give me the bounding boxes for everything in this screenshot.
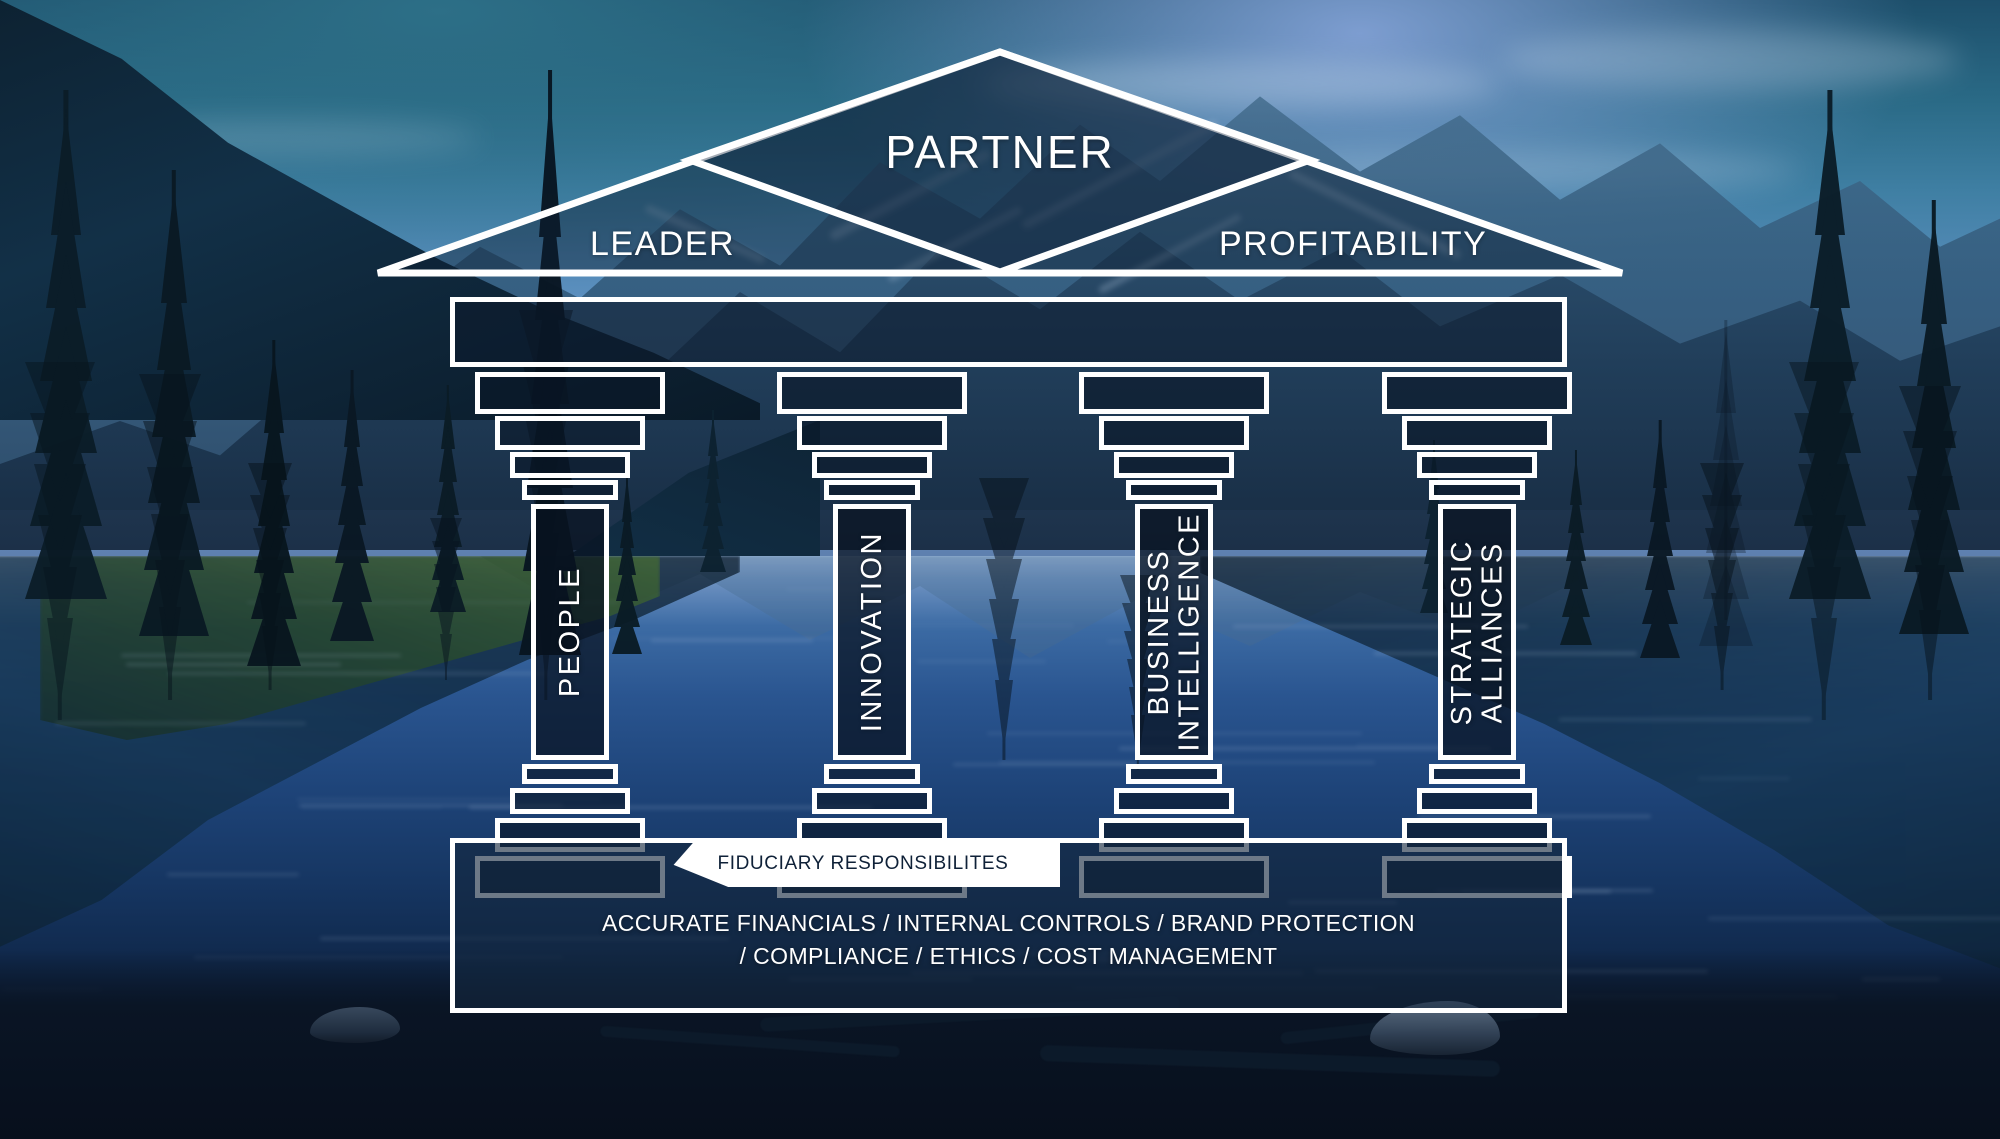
column-capital-tier-4 (522, 480, 618, 500)
column-capital-tier-1 (475, 372, 665, 414)
column-capital-tier-1 (1079, 372, 1269, 414)
column-capital-tier-3 (1114, 452, 1234, 478)
column-capital-tier-2 (797, 416, 947, 450)
stylobate-base: FIDUCIARY RESPONSIBILITES ACCURATE FINAN… (450, 838, 1567, 1013)
column-shaft: INNOVATION (833, 504, 911, 760)
fiduciary-details: ACCURATE FINANCIALS / INTERNAL CONTROLS … (455, 907, 1562, 972)
column-capital-tier-1 (777, 372, 967, 414)
fiduciary-line-1: ACCURATE FINANCIALS / INTERNAL CONTROLS … (455, 907, 1562, 940)
column-label: PEOPLE (555, 566, 585, 697)
column-capital-tier-4 (824, 480, 920, 500)
column-label: INNOVATION (857, 531, 887, 732)
column-capital-tier-3 (510, 452, 630, 478)
column-capital-tier-2 (1402, 416, 1552, 450)
fiduciary-line-2: / COMPLIANCE / ETHICS / COST MANAGEMENT (455, 940, 1562, 973)
architrave-beam (450, 297, 1567, 367)
column-capital-tier-1 (1382, 372, 1572, 414)
column-base-tier-1 (1429, 764, 1525, 784)
column-shaft: STRATEGICALLIANCES (1438, 504, 1516, 760)
column-label: STRATEGICALLIANCES (1447, 539, 1508, 725)
column-capital-tier-3 (1417, 452, 1537, 478)
column-base-tier-2 (510, 788, 630, 814)
column-capital-tier-4 (1126, 480, 1222, 500)
column-base-tier-2 (1114, 788, 1234, 814)
column-capital-tier-4 (1429, 480, 1525, 500)
column-base-tier-2 (1417, 788, 1537, 814)
pediment-apex-label: PARTNER (0, 125, 2000, 179)
column-base-tier-1 (824, 764, 920, 784)
column-base-tier-1 (1126, 764, 1222, 784)
column-capital-tier-3 (812, 452, 932, 478)
pediment-right-label: PROFITABILITY (1219, 225, 1487, 264)
column-capital-tier-2 (495, 416, 645, 450)
fiduciary-banner: FIDUCIARY RESPONSIBILITES (640, 841, 1060, 887)
column-capital-tier-2 (1099, 416, 1249, 450)
column-base-tier-2 (812, 788, 932, 814)
pediment-left-label: LEADER (590, 225, 735, 264)
column-shaft: PEOPLE (531, 504, 609, 760)
column-base-tier-1 (522, 764, 618, 784)
fiduciary-banner-label: FIDUCIARY RESPONSIBILITES (692, 853, 1009, 875)
column-shaft: BUSINESSINTELLIGENCE (1135, 504, 1213, 760)
column-label: BUSINESSINTELLIGENCE (1144, 512, 1205, 752)
